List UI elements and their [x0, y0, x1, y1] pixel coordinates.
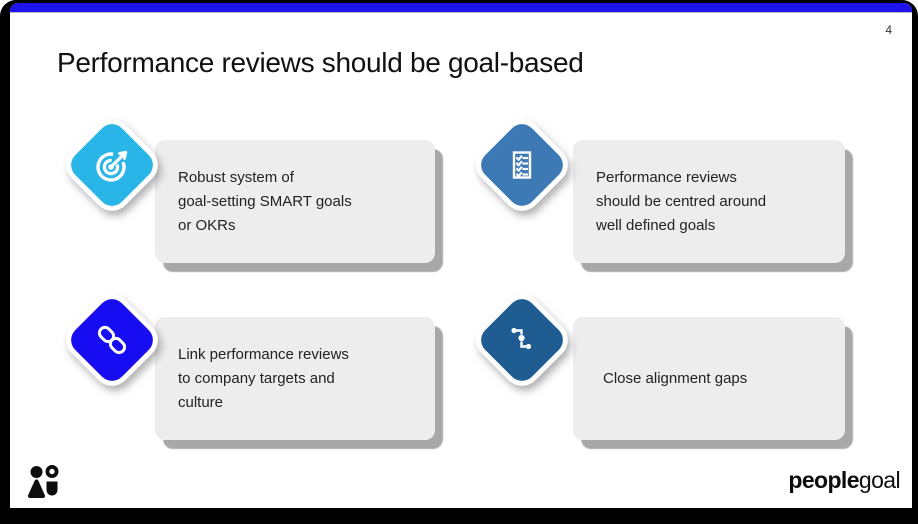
card-link-reviews: Link performance reviews to company targ…	[155, 317, 435, 440]
target-icon-badge	[65, 118, 159, 212]
target-diamond	[65, 118, 159, 212]
chain-link-icon-badge	[65, 293, 159, 387]
chain-link-diamond	[65, 293, 159, 387]
checklist-icon-badge	[475, 118, 569, 212]
chain-link-icon	[97, 325, 127, 355]
checklist-diamond	[475, 118, 569, 212]
card-centred-goals-text: Performance reviews should be centred ar…	[596, 168, 767, 234]
page-number: 4	[885, 23, 892, 37]
slide: 4 Performance reviews should be goal-bas…	[10, 3, 912, 508]
wordmark-people: people	[788, 467, 859, 493]
checklist-icon	[512, 151, 532, 179]
card-alignment-gaps-text: Close alignment gaps	[603, 369, 748, 387]
card-link-reviews-text: Link performance reviews to company targ…	[178, 345, 349, 411]
page-title: Performance reviews should be goal-based	[57, 47, 584, 78]
peoplegoal-people-icon	[28, 465, 59, 498]
card-centred-goals: Performance reviews should be centred ar…	[573, 140, 845, 263]
branch-icon	[511, 327, 532, 350]
branch-icon-badge	[475, 293, 569, 387]
target-icon	[96, 150, 128, 182]
card-smart-goals-text: Robust system of goal-setting SMART goal…	[178, 168, 352, 234]
card-alignment-gaps: Close alignment gaps	[573, 317, 845, 440]
card-smart-goals: Robust system of goal-setting SMART goal…	[155, 140, 435, 263]
peoplegoal-wordmark: peoplegoal	[788, 467, 900, 494]
accent-bar	[10, 3, 912, 13]
wordmark-goal: goal	[858, 467, 901, 493]
branch-diamond	[475, 293, 569, 387]
